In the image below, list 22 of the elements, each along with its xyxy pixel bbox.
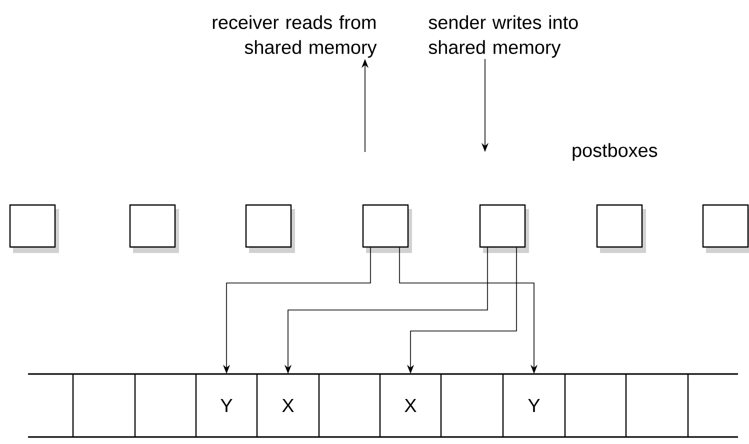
- memory-cell: X: [379, 373, 441, 438]
- memory-cell: [564, 373, 626, 438]
- postbox: [702, 204, 749, 253]
- postbox: [9, 204, 59, 253]
- memory-cell: [440, 373, 503, 438]
- label-text: postboxes: [572, 143, 658, 161]
- memory-cell: Y: [195, 373, 257, 438]
- memory-cell: [134, 373, 196, 438]
- memory-cell: X: [256, 373, 319, 438]
- postbox: [596, 204, 646, 253]
- memory-cell: Y: [502, 373, 565, 438]
- postbox: [129, 204, 179, 253]
- memory-cell: [28, 373, 73, 438]
- postbox: [362, 204, 412, 253]
- caption-text: receiver reads from shared memory: [212, 15, 377, 58]
- memory-cell: [318, 373, 380, 438]
- memory-cell: [687, 373, 738, 438]
- memory-cell: [72, 373, 135, 438]
- memory-cell: [625, 373, 688, 438]
- postbox: [245, 204, 295, 253]
- caption-text: sender writes into shared memory: [428, 15, 578, 58]
- postbox: [479, 204, 529, 253]
